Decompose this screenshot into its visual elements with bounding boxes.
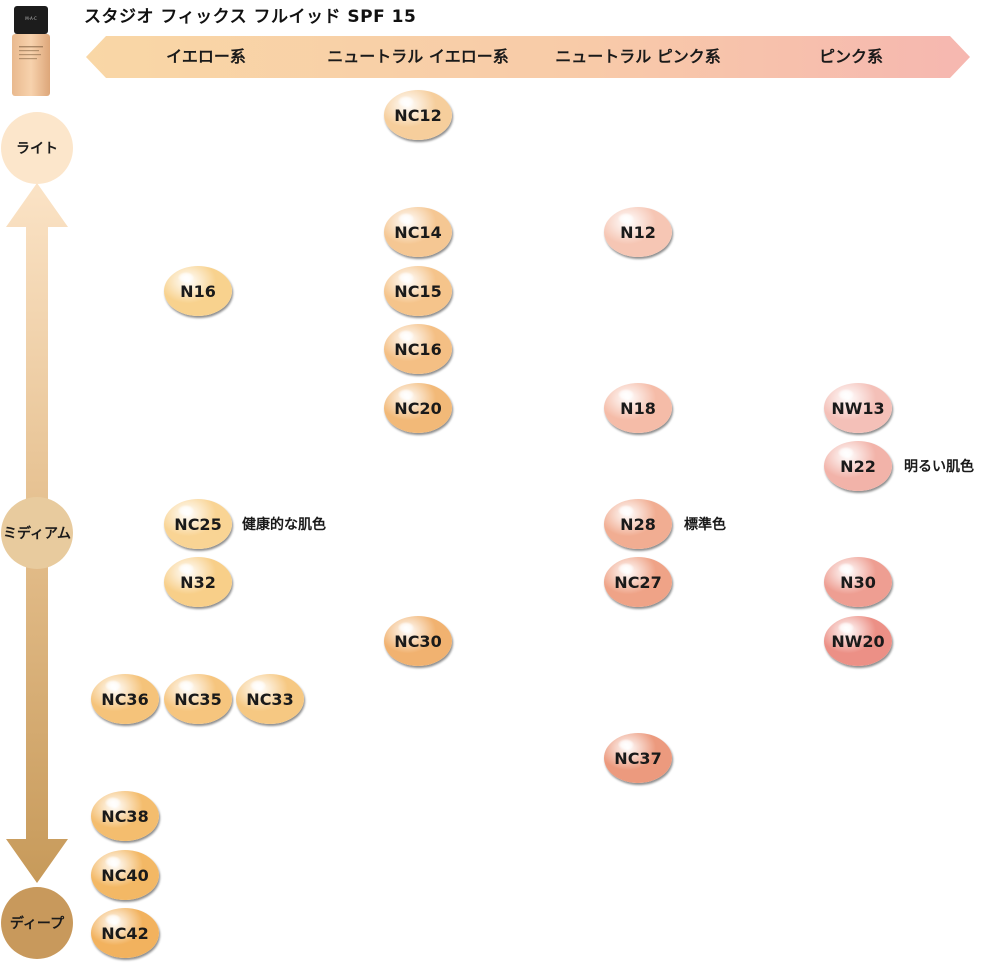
shade-chip: NC12: [384, 90, 452, 140]
shade-chip: NC30: [384, 616, 452, 666]
shade-chip: NC20: [384, 383, 452, 433]
column-yellow: イエロー系: [166, 47, 246, 66]
shade-label: NC14: [394, 222, 442, 242]
shade-chip: NC36: [91, 674, 159, 724]
shade-chip: N28: [604, 499, 672, 549]
shade-label: NC15: [394, 281, 442, 301]
shade-chip: NC40: [91, 850, 159, 900]
gloss-highlight: [618, 505, 634, 516]
shade-chip: NC37: [604, 733, 672, 783]
gloss-highlight: [398, 622, 414, 633]
shade-chip: NC38: [91, 791, 159, 841]
shade-chip: NC27: [604, 557, 672, 607]
column-neutral-yellow: ニュートラル イエロー系: [327, 47, 509, 66]
shade-chip: NW20: [824, 616, 892, 666]
shade-chip: NC33: [236, 674, 304, 724]
gloss-highlight: [178, 680, 194, 691]
gloss-highlight: [178, 272, 194, 283]
shade-label: NC25: [174, 514, 222, 534]
shade-chip: N12: [604, 207, 672, 257]
gloss-highlight: [105, 856, 121, 867]
shade-label: NC38: [101, 806, 149, 826]
gloss-highlight: [398, 96, 414, 107]
shade-chip: N22: [824, 441, 892, 491]
undertone-arrow: [86, 36, 970, 78]
shade-chip: NC15: [384, 266, 452, 316]
shade-label: N28: [620, 514, 656, 534]
shade-label: N18: [620, 398, 656, 418]
shade-chip: N16: [164, 266, 232, 316]
page-title: スタジオ フィックス フルイッド SPF 15: [84, 7, 417, 27]
gloss-highlight: [250, 680, 266, 691]
shade-label: NC16: [394, 339, 442, 359]
shade-chip: NC25: [164, 499, 232, 549]
gloss-highlight: [178, 505, 194, 516]
shade-chip: N32: [164, 557, 232, 607]
level-medium: ミディアム: [1, 497, 73, 569]
gloss-highlight: [618, 389, 634, 400]
gloss-highlight: [618, 739, 634, 750]
shade-label: NC36: [101, 689, 149, 709]
shade-label: N16: [180, 281, 216, 301]
shade-label: NC27: [614, 572, 662, 592]
shade-label: N30: [840, 572, 876, 592]
gloss-highlight: [105, 797, 121, 808]
shade-label: NC20: [394, 398, 442, 418]
shade-chip: NC16: [384, 324, 452, 374]
gloss-highlight: [618, 563, 634, 574]
shade-label: NW13: [831, 398, 885, 418]
gloss-highlight: [838, 447, 854, 458]
column-neutral-pink: ニュートラル ピンク系: [555, 47, 721, 66]
shade-label: N32: [180, 572, 216, 592]
shade-chip: N30: [824, 557, 892, 607]
shade-chip: NC42: [91, 908, 159, 958]
shade-label: NC30: [394, 631, 442, 651]
note-healthy-skin: 健康的な肌色: [242, 517, 326, 533]
note-standard: 標準色: [684, 517, 726, 533]
shade-chip: NC14: [384, 207, 452, 257]
column-pink: ピンク系: [818, 47, 884, 66]
note-light-skin: 明るい肌色: [904, 459, 974, 475]
gloss-highlight: [398, 213, 414, 224]
shade-chip: NC35: [164, 674, 232, 724]
shade-label: NC12: [394, 105, 442, 125]
gloss-highlight: [838, 563, 854, 574]
level-deep: ディープ: [1, 887, 73, 959]
shade-label: NW20: [831, 631, 885, 651]
shade-label: NC33: [246, 689, 294, 709]
gloss-highlight: [618, 213, 634, 224]
shade-label: NC37: [614, 748, 662, 768]
shade-label: N12: [620, 222, 656, 242]
shade-chip: NW13: [824, 383, 892, 433]
level-light: ライト: [1, 112, 73, 184]
gloss-highlight: [105, 680, 121, 691]
gloss-highlight: [838, 622, 854, 633]
shade-chip: N18: [604, 383, 672, 433]
gloss-highlight: [398, 330, 414, 341]
gloss-highlight: [178, 563, 194, 574]
gloss-highlight: [398, 272, 414, 283]
shade-label: NC40: [101, 865, 149, 885]
shade-label: NC35: [174, 689, 222, 709]
gloss-highlight: [398, 389, 414, 400]
gloss-highlight: [105, 914, 121, 925]
foundation-bottle-icon: M·A·C: [12, 6, 50, 96]
shade-label: N22: [840, 456, 876, 476]
bottle-brand-text: M·A·C: [25, 16, 37, 21]
shade-label: NC42: [101, 923, 149, 943]
gloss-highlight: [838, 389, 854, 400]
